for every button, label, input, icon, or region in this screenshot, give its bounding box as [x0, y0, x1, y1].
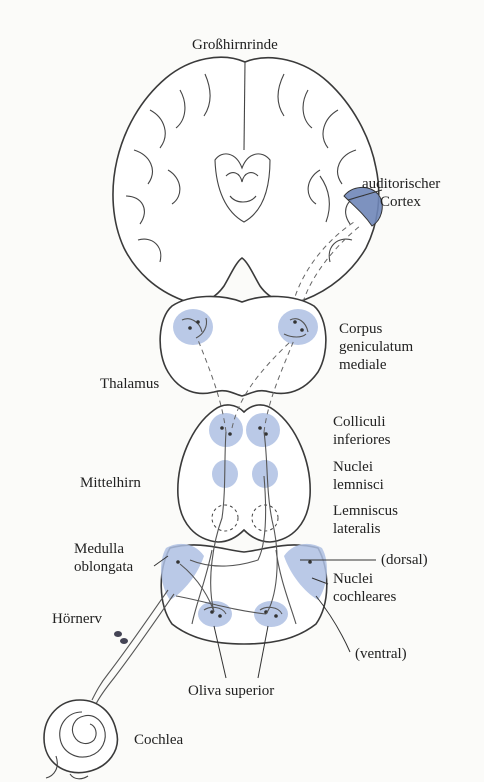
label-auditory-cortex: auditorischer Cortex — [362, 175, 440, 211]
cochlea-drawing — [44, 700, 117, 779]
cerebrum-section — [113, 57, 379, 302]
label-medulla: Medulla oblongata — [74, 540, 133, 576]
label-medulla-line1: Medulla — [74, 540, 133, 558]
label-mittelhirn: Mittelhirn — [80, 474, 141, 492]
label-nuclei-cochleares: Nuclei cochleares — [333, 570, 396, 606]
label-lemniscus-line1: Lemniscus — [333, 502, 398, 520]
label-lemniscus-lateralis: Lemniscus lateralis — [333, 502, 398, 538]
label-corpus-line1: Corpus — [339, 320, 413, 338]
label-auditory-cortex-line2: Cortex — [362, 193, 440, 211]
medulla-section — [161, 544, 327, 644]
label-thalamus: Thalamus — [100, 375, 159, 393]
label-nuclei-lemnisci-line1: Nuclei — [333, 458, 384, 476]
auditory-nerve — [92, 590, 174, 704]
midbrain-section — [178, 405, 310, 542]
label-medulla-line2: oblongata — [74, 558, 133, 576]
label-colliculi-line2: inferiores — [333, 431, 390, 449]
label-corpus-geniculatum: Corpus geniculatum mediale — [339, 320, 413, 374]
label-dorsal: (dorsal) — [381, 551, 428, 569]
thalamus-section — [160, 296, 326, 396]
label-nuclei-cochleares-line1: Nuclei — [333, 570, 396, 588]
label-corpus-line2: geniculatum — [339, 338, 413, 356]
label-oliva-superior: Oliva superior — [188, 682, 274, 700]
label-ventral: (ventral) — [355, 645, 407, 663]
label-cochlea: Cochlea — [134, 731, 183, 749]
label-nuclei-cochleares-line2: cochleares — [333, 588, 396, 606]
label-auditory-cortex-line1: auditorischer — [362, 175, 440, 193]
label-nuclei-lemnisci-line2: lemnisci — [333, 476, 384, 494]
label-hoernerv: Hörnerv — [52, 610, 102, 628]
label-colliculi: Colliculi inferiores — [333, 413, 390, 449]
label-grosshirnrinde: Großhirnrinde — [192, 36, 278, 54]
label-corpus-line3: mediale — [339, 356, 413, 374]
label-nuclei-lemnisci: Nuclei lemnisci — [333, 458, 384, 494]
label-colliculi-line1: Colliculi — [333, 413, 390, 431]
label-lemniscus-line2: lateralis — [333, 520, 398, 538]
